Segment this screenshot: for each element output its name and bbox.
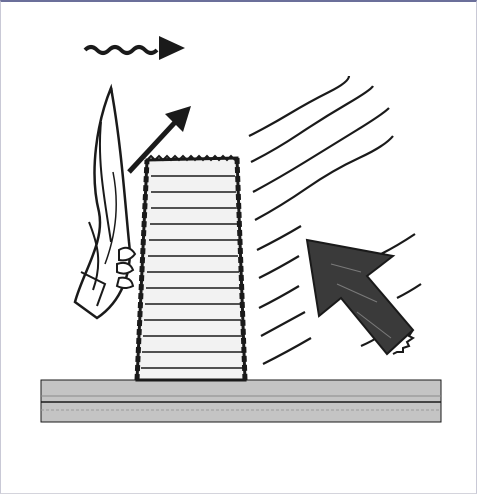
ground: [41, 380, 441, 422]
building: [137, 156, 245, 380]
wavy-arrow-icon: [85, 36, 185, 60]
flag: [75, 88, 135, 318]
